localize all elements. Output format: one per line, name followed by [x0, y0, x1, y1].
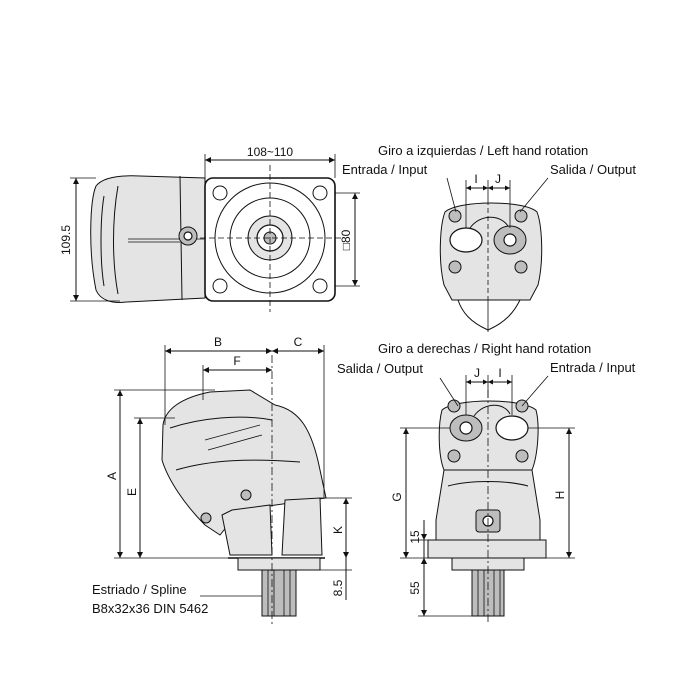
left-rotation-view: Giro a izquierdas / Left hand rotation E…: [342, 143, 636, 332]
dim-55: 55: [408, 581, 422, 595]
dim-c: C: [294, 335, 303, 349]
left-inlet-label: Entrada / Input: [342, 162, 428, 177]
dim-15: 15: [408, 530, 422, 544]
dim-a: A: [105, 472, 119, 480]
right-inlet-port: [495, 415, 529, 441]
left-dim-i: I: [474, 172, 477, 186]
side-view-pilot: [237, 557, 321, 571]
dim-f: F: [233, 354, 240, 368]
right-rotation-flange: [427, 539, 547, 559]
dim-flange-label: □80: [339, 229, 353, 250]
flange-bolt-hole: [312, 278, 328, 294]
right-rotation-view: Giro a derechas / Right hand rotation Sa…: [337, 341, 636, 625]
dim-height-label: 109.5: [59, 225, 73, 255]
flange-bolt-hole: [212, 278, 228, 294]
left-outlet-label: Salida / Output: [550, 162, 636, 177]
dim-h: H: [553, 491, 567, 500]
spline-label-line2: B8x32x36 DIN 5462: [92, 601, 208, 616]
spline-label-line1: Estriado / Spline: [92, 582, 187, 597]
side-view: B C F A E K 8.5 Estriado / Spline B8x32x…: [92, 335, 352, 625]
dim-width-label: 108~110: [247, 145, 293, 159]
top-view: 108~110 109.5 □80: [59, 145, 360, 312]
flange-bolt-hole: [312, 185, 328, 201]
left-rotation-title: Giro a izquierdas / Left hand rotation: [378, 143, 588, 158]
left-inlet-port: [449, 227, 483, 253]
dim-b: B: [214, 335, 222, 349]
side-view-housing: [161, 389, 327, 536]
spline-shaft: [261, 569, 297, 617]
flange-bolt-hole: [212, 185, 228, 201]
right-outlet-label: Salida / Output: [337, 361, 423, 376]
side-view-flange: [221, 504, 273, 556]
right-inlet-label: Entrada / Input: [550, 360, 636, 375]
dim-g: G: [390, 492, 404, 501]
right-rotation-title: Giro a derechas / Right hand rotation: [378, 341, 591, 356]
dim-8-5: 8.5: [331, 579, 345, 596]
left-dim-j: J: [495, 172, 501, 186]
right-dim-i: I: [498, 366, 501, 380]
dim-e: E: [125, 488, 139, 496]
right-dim-j: J: [474, 366, 480, 380]
dim-k: K: [331, 526, 345, 534]
